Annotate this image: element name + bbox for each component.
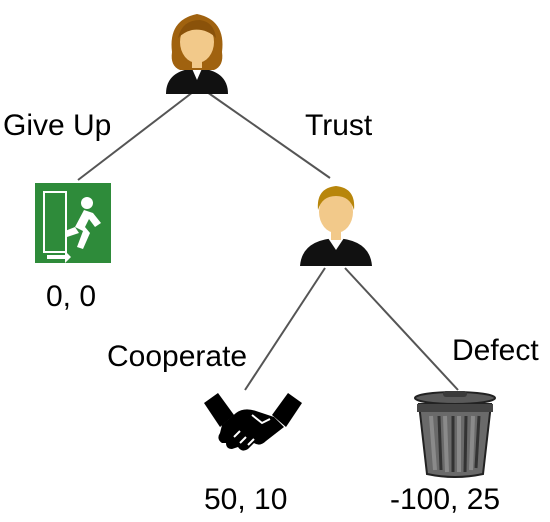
edge-trust <box>206 91 331 179</box>
action-label-defect: Defect <box>452 334 539 367</box>
action-label-cooperate: Cooperate <box>107 340 248 373</box>
edge-give-up <box>77 91 194 181</box>
trash-can-icon <box>414 391 496 478</box>
payoff-cooperate: 50, 10 <box>204 483 288 516</box>
emergency-exit-icon <box>35 183 111 263</box>
payoff-give-up: 0, 0 <box>46 280 97 313</box>
handshake-icon <box>204 393 302 451</box>
payoff-defect: -100, 25 <box>390 483 501 516</box>
action-label-trust: Trust <box>305 109 373 142</box>
edge-cooperate <box>244 267 326 391</box>
edge-defect <box>344 267 459 391</box>
man-avatar-icon <box>300 186 372 266</box>
woman-avatar-icon <box>166 14 228 94</box>
action-label-give-up: Give Up <box>3 109 112 142</box>
